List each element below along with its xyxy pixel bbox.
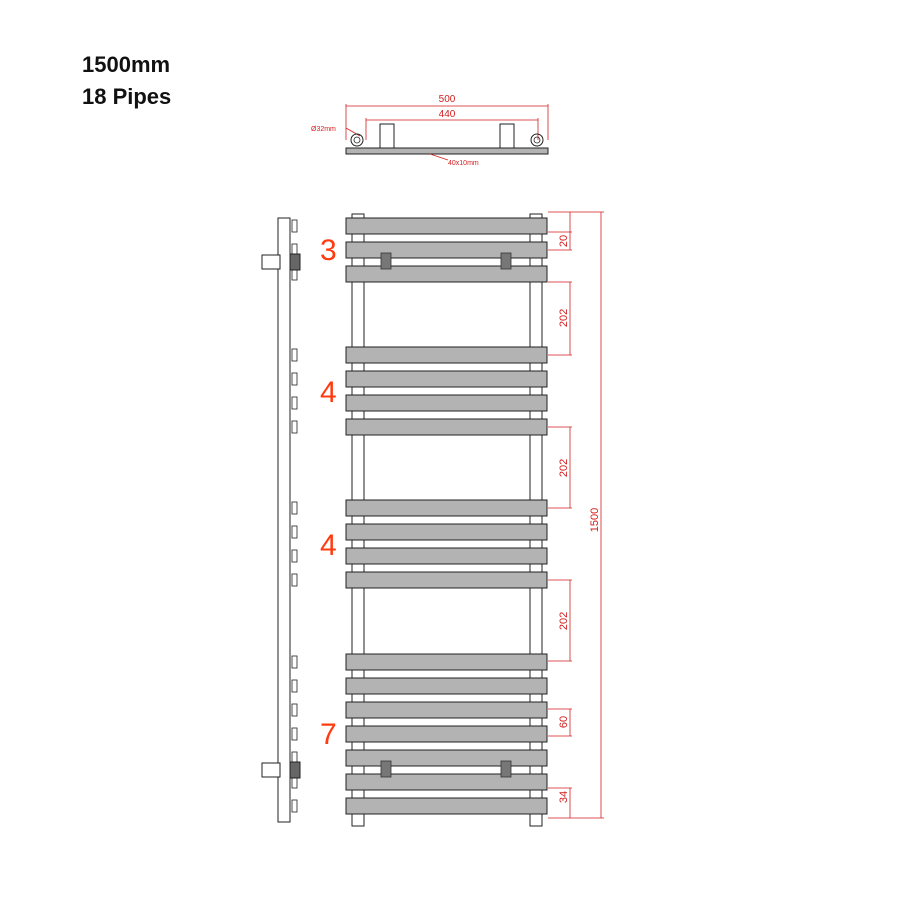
radiator-bar <box>345 677 548 695</box>
radiator-bar <box>345 797 548 815</box>
side-bar-stud <box>291 799 298 813</box>
height-dimensions <box>548 211 604 819</box>
radiator-bar <box>345 701 548 719</box>
top-valve <box>261 253 301 271</box>
side-bar-stud <box>291 372 298 386</box>
side-bar-stud <box>291 501 298 515</box>
radiator-bar <box>345 523 548 541</box>
bar-section-label: 40x10mm <box>448 160 479 167</box>
right-pipe-circle <box>530 133 544 147</box>
radiator-bar <box>345 547 548 565</box>
radiator-bar <box>345 370 548 388</box>
top-gap-label: 20 <box>558 235 570 247</box>
radiator-bar <box>345 749 548 767</box>
pipe-centers-label: 440 <box>439 109 456 120</box>
pipe-pitch-label: 60 <box>558 716 570 728</box>
pipe-diameter-label: Ø32mm <box>311 126 336 133</box>
group-number-4: 7 <box>320 718 337 751</box>
radiator-bar <box>345 394 548 412</box>
right-bracket <box>499 123 515 151</box>
side-pipe <box>277 217 291 823</box>
left-vertical-pipe <box>351 213 365 827</box>
top-right-bracket <box>500 252 512 270</box>
radiator-bar <box>345 571 548 589</box>
left-pipe-circle <box>350 133 364 147</box>
side-bar-stud <box>291 396 298 410</box>
side-bar-stud <box>291 219 298 233</box>
bottom-right-bracket <box>500 760 512 778</box>
radiator-bar <box>345 725 548 743</box>
side-bar-stud <box>291 727 298 741</box>
left-bracket <box>379 123 395 151</box>
radiator-bar <box>345 241 548 259</box>
radiator-bar <box>345 653 548 671</box>
group-gap-1-label: 202 <box>558 309 570 327</box>
side-bar-stud <box>291 525 298 539</box>
bottom-gap-label: 34 <box>558 791 570 803</box>
side-bar-stud <box>291 549 298 563</box>
side-bar-stud <box>291 348 298 362</box>
overall-height-label: 1500 <box>589 508 601 532</box>
bottom-valve <box>261 761 301 779</box>
radiator-bar <box>345 773 548 791</box>
side-bar-stud <box>291 420 298 434</box>
bar-section <box>345 147 549 155</box>
pipes-count-label: 18 Pipes <box>82 84 172 109</box>
radiator-bar <box>345 499 548 517</box>
length-label: 1500mm <box>82 52 171 77</box>
group-gap-2-label: 202 <box>558 459 570 477</box>
side-bar-stud <box>291 679 298 693</box>
group-number-1: 3 <box>320 234 337 267</box>
group-number-2: 4 <box>320 376 337 409</box>
side-bar-stud <box>291 703 298 717</box>
bottom-left-bracket <box>380 760 392 778</box>
group-number-3: 4 <box>320 529 337 562</box>
side-bar-stud <box>291 655 298 669</box>
radiator-bar <box>345 346 548 364</box>
side-view <box>261 217 301 823</box>
radiator-bar <box>345 265 548 283</box>
radiator-bar <box>345 418 548 436</box>
radiator-bar <box>345 217 548 235</box>
top-view: 500 440 Ø32mm 40x10mm <box>311 94 549 167</box>
right-vertical-pipe <box>529 213 543 827</box>
front-view <box>345 213 548 827</box>
overall-width-label: 500 <box>439 94 456 105</box>
group-gap-3-label: 202 <box>558 612 570 630</box>
top-left-bracket <box>380 252 392 270</box>
side-bar-stud <box>291 573 298 587</box>
